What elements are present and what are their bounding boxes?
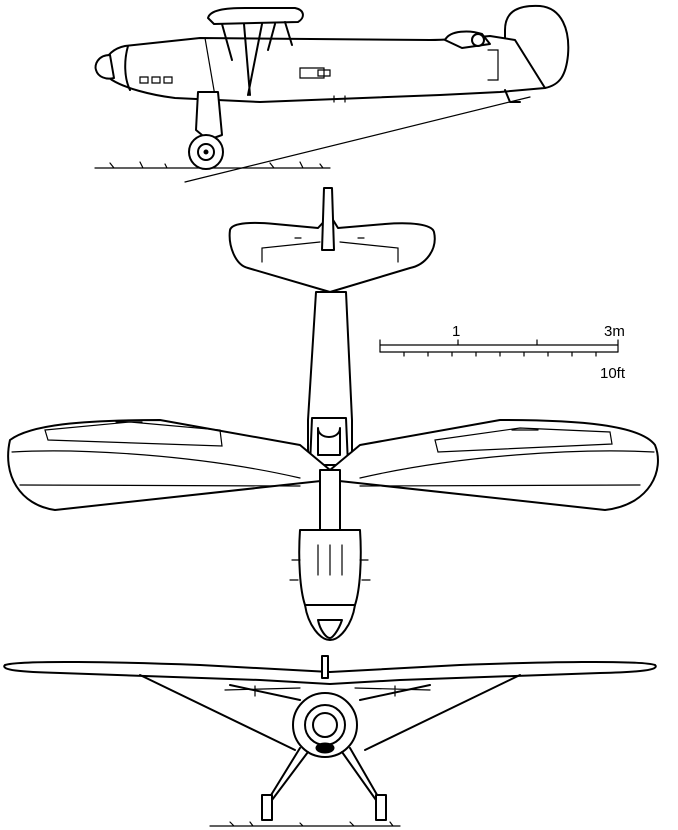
- top-engine-details: [289, 544, 371, 581]
- front-wing: [3, 660, 657, 685]
- side-tail-skid: [504, 89, 521, 103]
- front-view: [3, 655, 657, 827]
- side-nose-spinner: [94, 54, 115, 80]
- top-wing-root: [319, 469, 341, 536]
- side-cowling-line: [124, 45, 131, 91]
- front-right-wheel: [375, 794, 387, 821]
- front-tailplane: [224, 685, 431, 697]
- side-panels: [299, 49, 499, 103]
- top-nose-spinner: [317, 619, 343, 639]
- top-wing-chord-line: [11, 450, 655, 487]
- top-fin: [321, 187, 335, 251]
- side-landing-gear-leg: [195, 91, 223, 141]
- top-view: [7, 187, 659, 641]
- side-cabane-struts: [221, 21, 293, 96]
- scale-label-3m: 3m: [604, 323, 625, 340]
- side-attitude-line: [184, 96, 531, 183]
- side-view: [94, 4, 570, 183]
- top-tailplane: [228, 214, 436, 293]
- front-oil-cooler: [315, 742, 335, 754]
- side-tailplane-hinge: [471, 33, 485, 47]
- top-elevator-lines: [261, 237, 399, 263]
- side-main-wheel-center: [203, 149, 209, 155]
- front-spinner: [312, 712, 338, 738]
- scale-label-1m: 1: [452, 323, 460, 340]
- side-wing: [207, 7, 304, 25]
- scale-line-imperial: [379, 351, 619, 357]
- front-landing-gear-legs: [267, 747, 381, 801]
- top-wing: [7, 419, 659, 511]
- side-exhausts: [139, 76, 173, 84]
- top-cockpit-seat: [317, 427, 341, 456]
- front-left-wheel: [261, 794, 273, 821]
- front-ground-line: [209, 821, 401, 827]
- scale-bar: 1 3m 10ft: [379, 323, 626, 382]
- side-cowling-line-2: [204, 37, 216, 97]
- top-ailerons: [44, 421, 613, 453]
- front-fin: [321, 655, 329, 679]
- front-wing-struts: [139, 674, 521, 751]
- scale-line-metric: [379, 339, 619, 353]
- scale-label-10ft: 10ft: [600, 365, 626, 382]
